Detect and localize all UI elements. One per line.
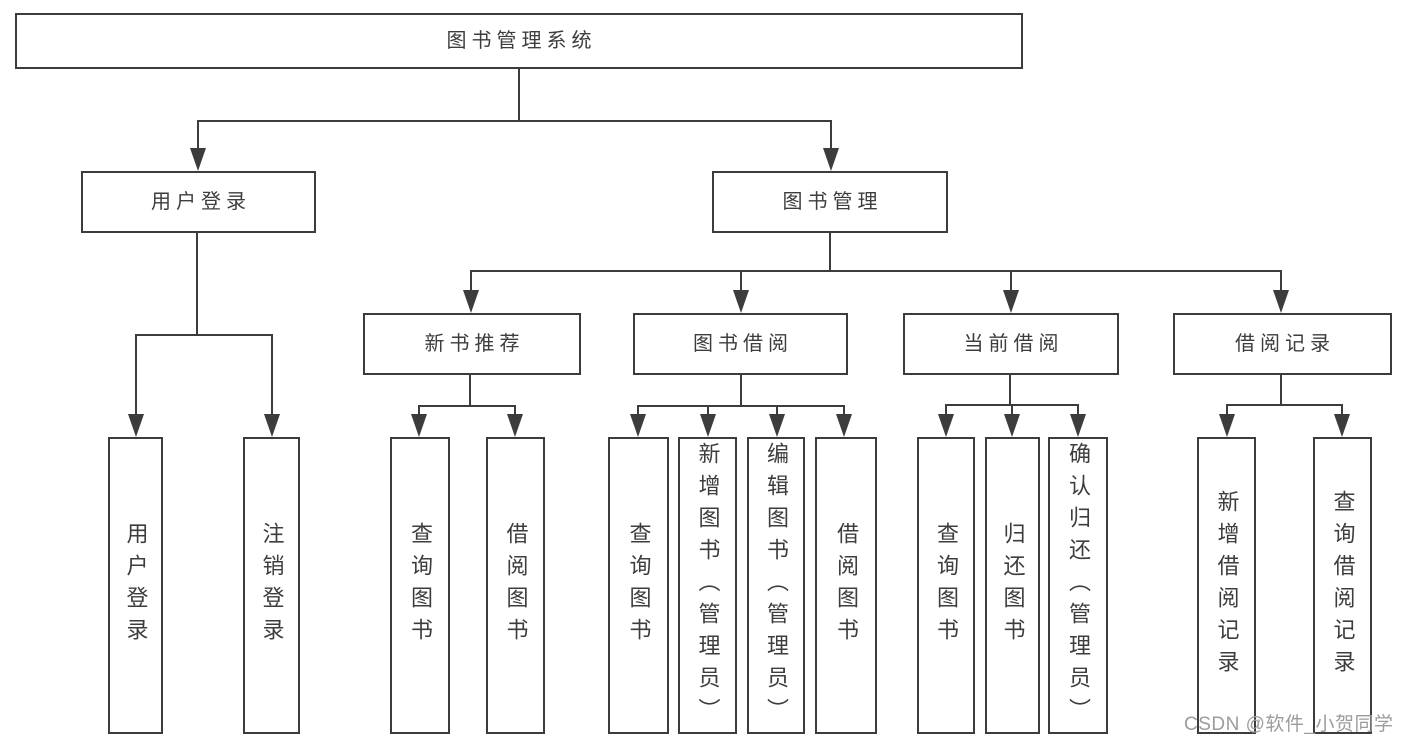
node-root-label: 图书管理系统: [446, 30, 597, 52]
node-user-login: 用户登录: [81, 171, 316, 233]
connector-drop-book-management: [830, 120, 832, 150]
arrow-down-icon: [264, 414, 280, 437]
connector-drop: [1226, 404, 1228, 416]
leaf-br-query-record: 查询借阅记录: [1313, 437, 1372, 734]
leaf-logout-label: 注销登录: [259, 521, 285, 650]
leaf-bb-edit-books-admin: 编辑图书（管理员）: [747, 437, 805, 734]
connector-drop: [418, 405, 420, 416]
leaf-cb-confirm-return-admin: 确认归还（管理员）: [1048, 437, 1108, 734]
node-borrow-records: 借阅记录: [1173, 313, 1392, 375]
arrow-down-icon: [128, 414, 144, 437]
node-borrow-records-label: 借阅记录: [1235, 333, 1335, 355]
connector-drop-new-books: [470, 270, 472, 292]
connector-drop-book-borrow: [740, 270, 742, 292]
connector-drop: [637, 405, 639, 416]
leaf-nb-borrow-books-label: 借阅图书: [503, 521, 529, 650]
connector-book-borrow-stem: [740, 375, 742, 407]
connector-drop: [776, 405, 778, 416]
connector-borrow-records-split: [1226, 404, 1343, 406]
connector-user-login-stem: [196, 233, 198, 336]
connector-drop-leaf-user-login: [135, 334, 137, 416]
connector-root-stem: [518, 69, 520, 122]
node-book-management: 图书管理: [712, 171, 948, 233]
connector-drop-user-login: [197, 120, 199, 150]
arrow-down-icon: [411, 414, 427, 437]
connector-drop-borrow-records: [1280, 270, 1282, 292]
leaf-cb-query-books: 查询图书: [917, 437, 975, 734]
arrow-down-icon: [769, 414, 785, 437]
arrow-down-icon: [836, 414, 852, 437]
arrow-down-icon: [463, 290, 479, 313]
leaf-bb-query-books-label: 查询图书: [626, 521, 652, 650]
node-current-borrow-label: 当前借阅: [963, 333, 1064, 355]
leaf-br-query-record-label: 查询借阅记录: [1330, 489, 1356, 682]
leaf-br-add-record: 新增借阅记录: [1197, 437, 1256, 734]
node-book-borrow-label: 图书借阅: [693, 333, 793, 355]
leaf-cb-return-books-label: 归还图书: [1000, 521, 1026, 650]
node-new-book-recommend: 新书推荐: [363, 313, 581, 375]
leaf-logout: 注销登录: [243, 437, 300, 734]
connector-book-management-stem: [829, 233, 831, 272]
leaf-user-login-label: 用户登录: [123, 521, 149, 650]
connector-drop: [707, 405, 709, 416]
leaf-cb-confirm-return-admin-label: 确认归还（管理员）: [1066, 441, 1091, 730]
leaf-user-login: 用户登录: [108, 437, 163, 734]
connector-drop: [945, 404, 947, 416]
connector-drop: [514, 405, 516, 416]
connector-book-borrow-split: [637, 405, 845, 407]
arrow-down-icon: [1003, 290, 1019, 313]
arrow-down-icon: [938, 414, 954, 437]
connector-drop-current-borrow: [1010, 270, 1012, 292]
arrow-down-icon: [1273, 290, 1289, 313]
connector-new-books-stem: [469, 375, 471, 407]
arrow-down-icon: [630, 414, 646, 437]
connector-current-borrow-stem: [1009, 375, 1011, 406]
arrow-down-icon: [700, 414, 716, 437]
leaf-cb-query-books-label: 查询图书: [934, 521, 959, 650]
leaf-nb-query-books: 查询图书: [390, 437, 450, 734]
connector-new-books-split: [418, 405, 516, 407]
watermark: CSDN @软件_小贺同学: [1184, 714, 1394, 735]
arrow-down-icon: [507, 414, 523, 437]
connector-drop: [1011, 404, 1013, 416]
arrow-down-icon: [1070, 414, 1086, 437]
leaf-bb-add-books-admin-label: 新增图书（管理员）: [695, 441, 721, 730]
arrow-down-icon: [1334, 414, 1350, 437]
arrow-down-icon: [733, 290, 749, 313]
connector-drop-leaf-logout: [271, 334, 273, 416]
arrow-down-icon: [823, 148, 839, 171]
leaf-bb-query-books: 查询图书: [608, 437, 669, 734]
connector-user-login-split: [135, 334, 273, 336]
arrow-down-icon: [1004, 414, 1020, 437]
connector-root-split: [197, 120, 832, 122]
arrow-down-icon: [1219, 414, 1235, 437]
leaf-cb-return-books: 归还图书: [985, 437, 1040, 734]
node-root: 图书管理系统: [15, 13, 1023, 69]
connector-borrow-records-stem: [1280, 375, 1282, 406]
node-user-login-label: 用户登录: [151, 191, 251, 213]
node-new-book-recommend-label: 新书推荐: [424, 333, 525, 355]
leaf-bb-edit-books-admin-label: 编辑图书（管理员）: [764, 441, 789, 730]
leaf-bb-borrow-books: 借阅图书: [815, 437, 877, 734]
connector-drop: [1341, 404, 1343, 416]
leaf-nb-borrow-books: 借阅图书: [486, 437, 545, 734]
connector-drop: [1077, 404, 1079, 416]
connector-drop: [843, 405, 845, 416]
arrow-down-icon: [190, 148, 206, 171]
node-book-management-label: 图书管理: [782, 191, 883, 213]
leaf-bb-borrow-books-label: 借阅图书: [834, 521, 859, 650]
node-current-borrow: 当前借阅: [903, 313, 1119, 375]
node-book-borrow: 图书借阅: [633, 313, 848, 375]
leaf-nb-query-books-label: 查询图书: [408, 521, 433, 650]
leaf-br-add-record-label: 新增借阅记录: [1214, 489, 1240, 682]
connector-book-management-split: [470, 270, 1282, 272]
leaf-bb-add-books-admin: 新增图书（管理员）: [678, 437, 737, 734]
